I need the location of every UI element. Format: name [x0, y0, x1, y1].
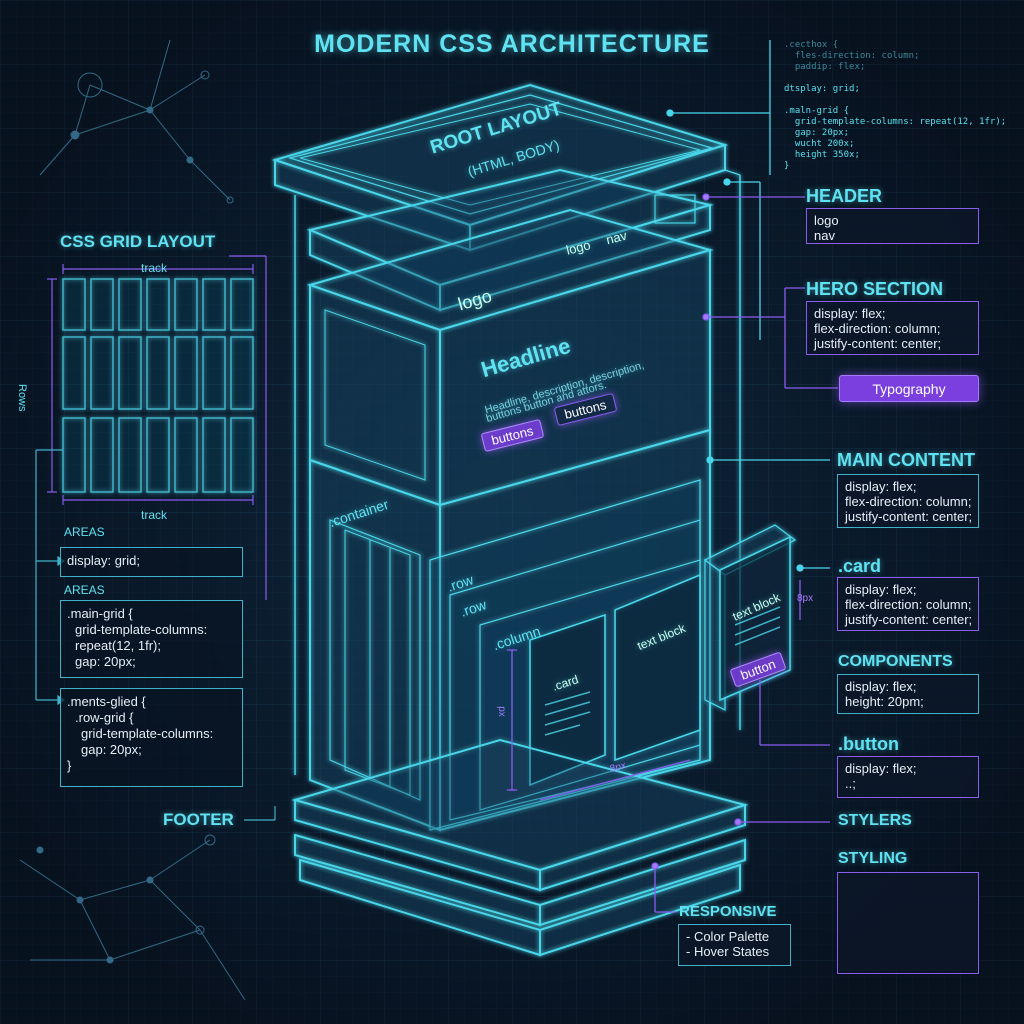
code-line: .cecthox {	[784, 40, 839, 50]
header-box: logo nav	[806, 208, 979, 244]
code-line: flex-direction: column;	[845, 597, 972, 612]
code-snippet: .cecthox { fles-direction: column; paddi…	[784, 40, 1014, 172]
styling-heading: STYLING	[838, 850, 908, 867]
header-heading: HEADER	[806, 186, 883, 206]
components-heading: COMPONENTS	[838, 653, 953, 670]
code-line: display: flex;	[814, 306, 886, 321]
card-heading: .card	[838, 556, 882, 576]
code-line: wucht 200x;	[784, 139, 855, 149]
responsive-box: - Color Palette - Hover States	[678, 924, 791, 966]
code-line: grid-template-columns:	[81, 726, 214, 741]
code-line: dtsplay: grid;	[784, 84, 860, 94]
main-grid-box: .main-grid { grid-template-columns: repe…	[60, 600, 243, 678]
dimension-label-side: 8px	[797, 593, 814, 604]
stylers-heading: STYLERS	[838, 812, 912, 829]
components-box: display: flex; height: 20pm;	[837, 674, 979, 714]
code-line: display: flex;	[845, 582, 917, 597]
code-line: ..;	[845, 776, 856, 791]
main-content-heading: MAIN CONTENT	[837, 450, 975, 470]
styling-box	[837, 872, 979, 974]
hero-section-heading: HERO SECTION	[806, 279, 944, 299]
code-line: height 350x;	[784, 150, 860, 160]
code-line: display: flex;	[845, 761, 917, 776]
areas-label-2: AREAS	[64, 583, 105, 597]
code-line: paddip: flex;	[784, 62, 866, 72]
code-line: grid-template-columns:	[75, 622, 208, 637]
main-content-box: display: flex; flex-direction: column; j…	[837, 474, 979, 528]
rows-label: Rows	[16, 384, 28, 412]
grid-track-diagram	[62, 278, 254, 493]
code-line: gap: 20px;	[784, 128, 850, 138]
footer-heading: FOOTER	[163, 810, 234, 829]
code-line: nav	[814, 228, 835, 243]
track-label-top: track	[141, 261, 168, 275]
code-line: }	[784, 161, 790, 171]
card-text-lines	[544, 606, 781, 736]
responsive-heading: RESPONSIVE	[679, 903, 777, 920]
code-line: - Hover States	[686, 944, 770, 959]
code-line: justify-content: center;	[845, 509, 973, 524]
row-grid-box: .ments-glied { .row-grid { grid-template…	[60, 688, 243, 787]
display-grid-box: display: grid;	[60, 547, 243, 577]
code-line: - Color Palette	[686, 929, 770, 944]
network-decoration-bottom-left	[19, 834, 246, 1001]
building-dimension-lines	[507, 580, 801, 801]
card-box: display: flex; flex-direction: column; j…	[837, 577, 979, 631]
code-line: .maln-grid {	[784, 106, 850, 116]
code-line: justify-content: center;	[845, 612, 973, 627]
code-line: .row-grid {	[75, 710, 134, 725]
code-line: fles-direction: column;	[784, 51, 920, 61]
code-line: grid-template-columns: repeat(12, 1fr);	[784, 117, 1007, 127]
track-label-bottom: track	[141, 508, 168, 522]
network-decoration-top-left	[39, 39, 234, 204]
code-line: display: flex;	[845, 679, 917, 694]
code-line: height: 20pm;	[845, 694, 924, 709]
areas-label-1: AREAS	[64, 525, 105, 539]
code-line: repeat(12, 1fr);	[75, 638, 161, 653]
button-heading: .button	[838, 734, 899, 754]
code-line: display: grid;	[67, 553, 140, 568]
code-line: logo	[814, 213, 839, 228]
code-line: gap: 20px;	[81, 742, 142, 757]
hero-section-box: display: flex; flex-direction: column; j…	[806, 301, 979, 355]
page-title: MODERN CSS ARCHITECTURE	[314, 30, 710, 58]
code-line: flex-direction: column;	[814, 321, 941, 336]
code-line: display: flex;	[845, 479, 917, 494]
building	[271, 83, 797, 957]
typography-pill: Typography	[839, 375, 979, 402]
code-line: justify-content: center;	[814, 336, 942, 351]
right-connectors-purple	[651, 193, 838, 913]
code-line: gap: 20px;	[75, 654, 136, 669]
dimension-label-vertical: px	[495, 706, 507, 717]
button-box: display: flex; ..;	[837, 756, 979, 798]
code-line: flex-direction: column;	[845, 494, 972, 509]
css-grid-layout-heading: CSS GRID LAYOUT	[60, 232, 216, 251]
right-connectors	[666, 40, 830, 572]
code-line: }	[67, 758, 72, 773]
code-line: .main-grid {	[67, 606, 133, 621]
grid-dimension-lines	[47, 255, 267, 600]
code-line: .ments-glied {	[67, 694, 146, 709]
